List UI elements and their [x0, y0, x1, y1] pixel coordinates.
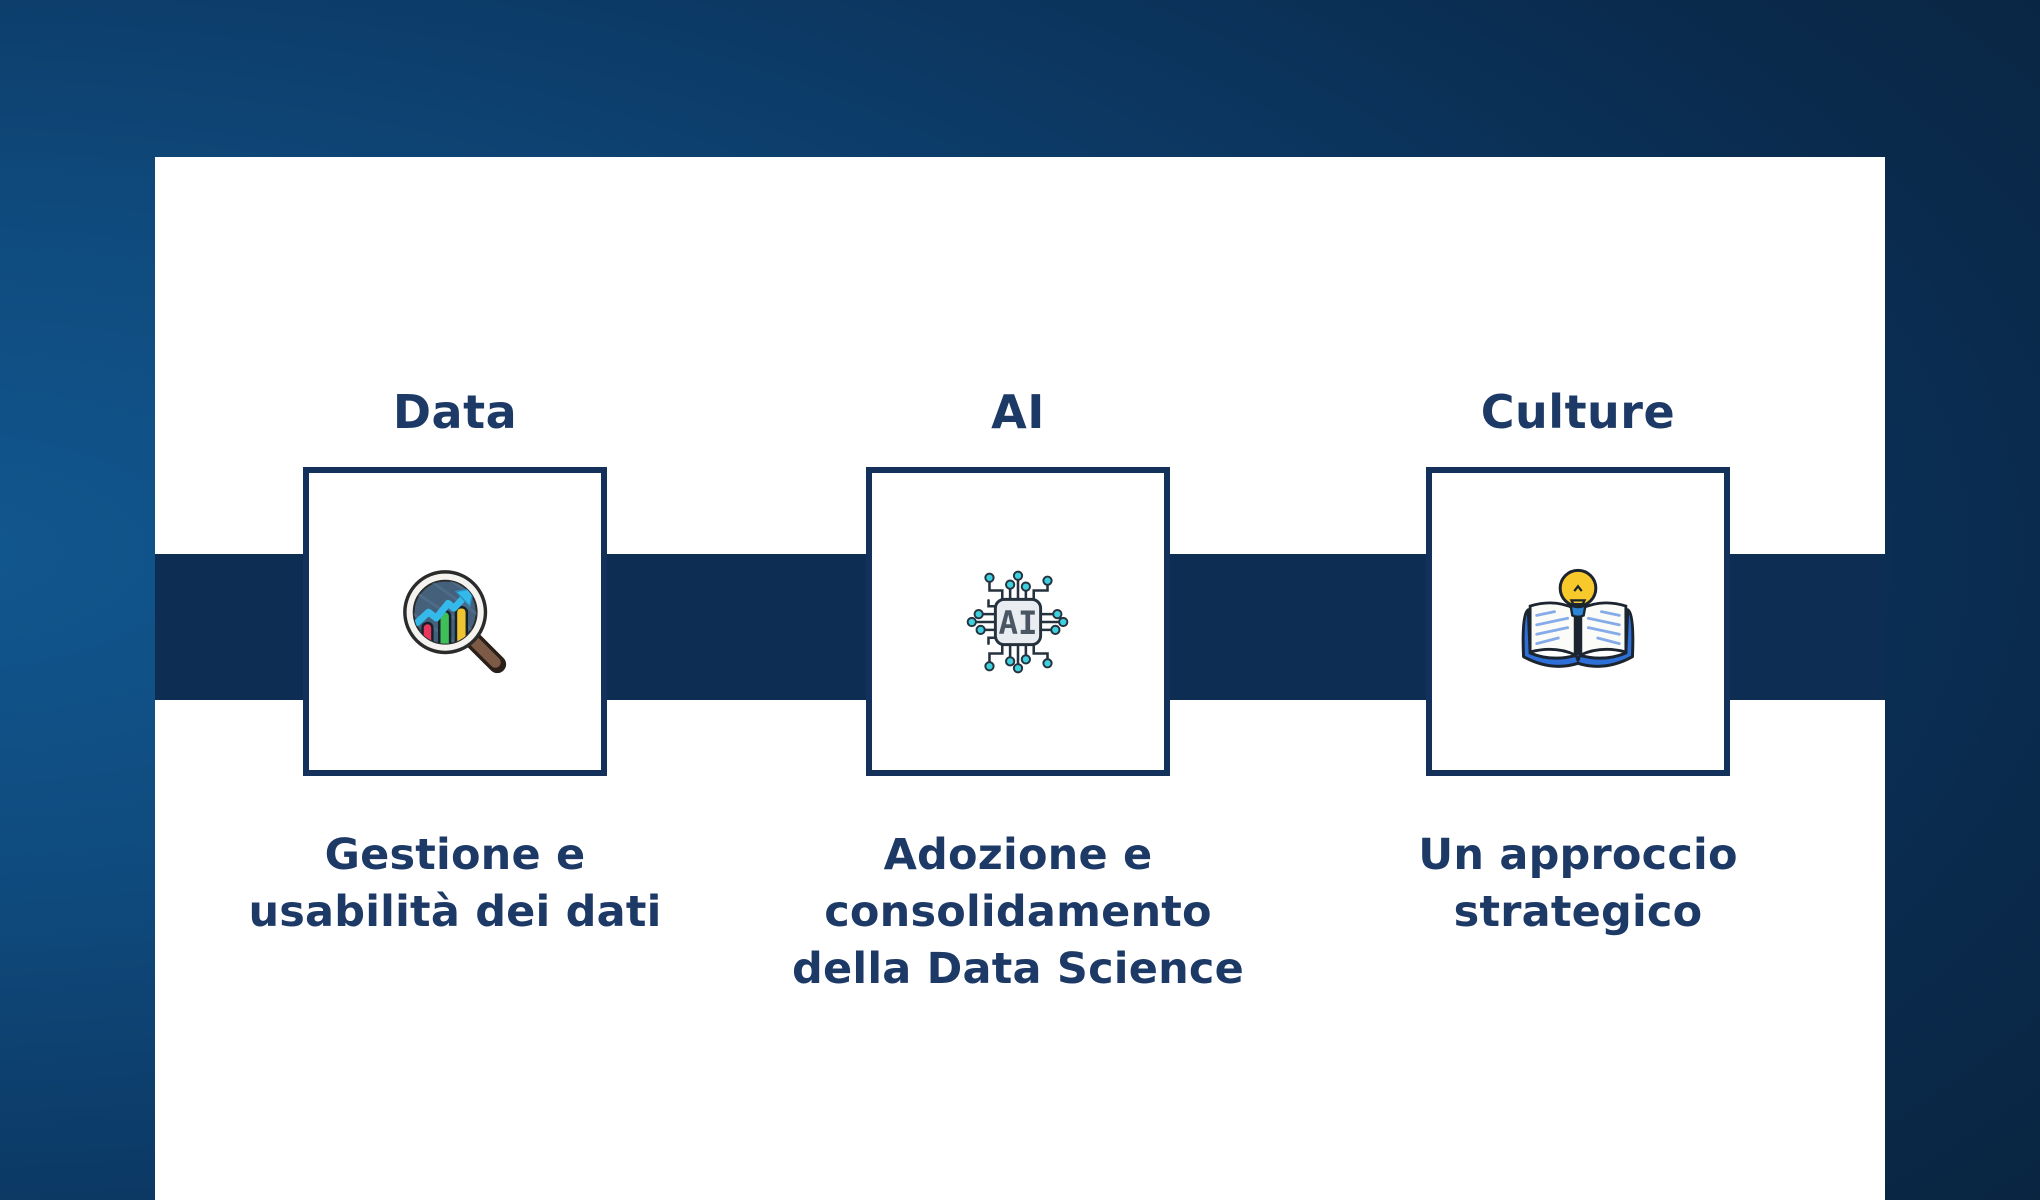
data-card — [303, 467, 607, 776]
column-title-culture: Culture — [1480, 385, 1676, 439]
column-description-data: Gestione e usabilità dei dati — [248, 830, 662, 937]
column-description-culture: Un approccio strategico — [1418, 830, 1738, 937]
ai-card: AI — [866, 467, 1170, 776]
column-title-data: Data — [392, 385, 518, 439]
culture-card — [1426, 467, 1730, 776]
column-title-ai: AI — [991, 385, 1045, 439]
content-panel: Data — [155, 157, 1885, 1200]
ai-chip-label: AI — [998, 603, 1037, 641]
ai-chip-icon: AI — [959, 563, 1077, 681]
magnifier-chart-icon — [396, 563, 514, 681]
book-lightbulb-icon — [1517, 566, 1639, 678]
column-description-ai: Adozione e consolidamento della Data Sci… — [792, 830, 1244, 994]
